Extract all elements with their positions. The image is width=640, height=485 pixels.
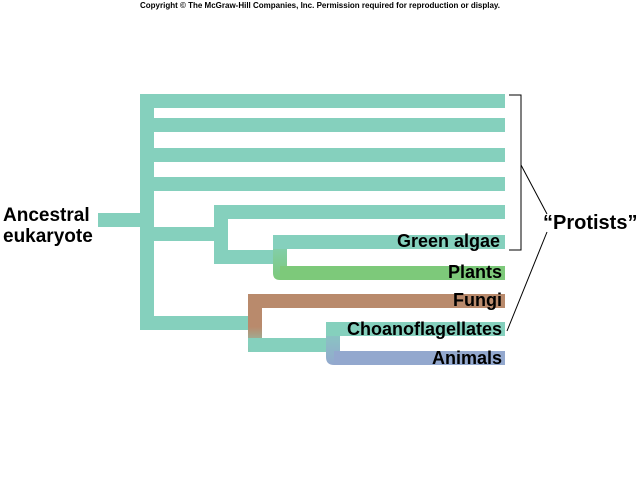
- animals-branch: [334, 351, 505, 365]
- green-clade-node: [214, 205, 228, 264]
- protist-lineage-5: [214, 205, 505, 219]
- copyright-notice: Copyright © The McGraw-Hill Companies, I…: [140, 1, 500, 10]
- protist-lineage-2: [140, 118, 505, 132]
- tip-label-choanoflagellates: Choanoflagellates: [347, 319, 502, 339]
- green-clade-connector: [140, 227, 228, 241]
- protist-lineage-4: [140, 177, 505, 191]
- root-label-line-2: eukaryote: [3, 226, 93, 247]
- algae-plants-connector: [214, 250, 287, 264]
- plants-branch: [280, 266, 505, 280]
- protist-lineage-1: [140, 94, 505, 108]
- root-label-line-1: Ancestral: [3, 205, 90, 226]
- protists-bracket: [509, 94, 522, 251]
- green-algae-branch: [273, 235, 505, 249]
- tip-label-fungi: Fungi: [453, 290, 502, 310]
- choanoflagellates-branch: [326, 322, 505, 336]
- bracket-pointer-lower: [506, 231, 548, 332]
- tip-label-animals: Animals: [432, 348, 502, 368]
- root-stem: [98, 213, 148, 227]
- fungi-branch: [248, 294, 505, 308]
- opisthokont-connector: [140, 316, 262, 330]
- tip-label-green-algae: Green algae: [397, 231, 500, 251]
- bracket-pointer-upper: [520, 164, 548, 215]
- choano-animals-connector: [248, 338, 340, 352]
- protists-group-label: “Protists”: [543, 212, 637, 234]
- tip-label-plants: Plants: [448, 262, 502, 282]
- protist-lineage-3: [140, 148, 505, 162]
